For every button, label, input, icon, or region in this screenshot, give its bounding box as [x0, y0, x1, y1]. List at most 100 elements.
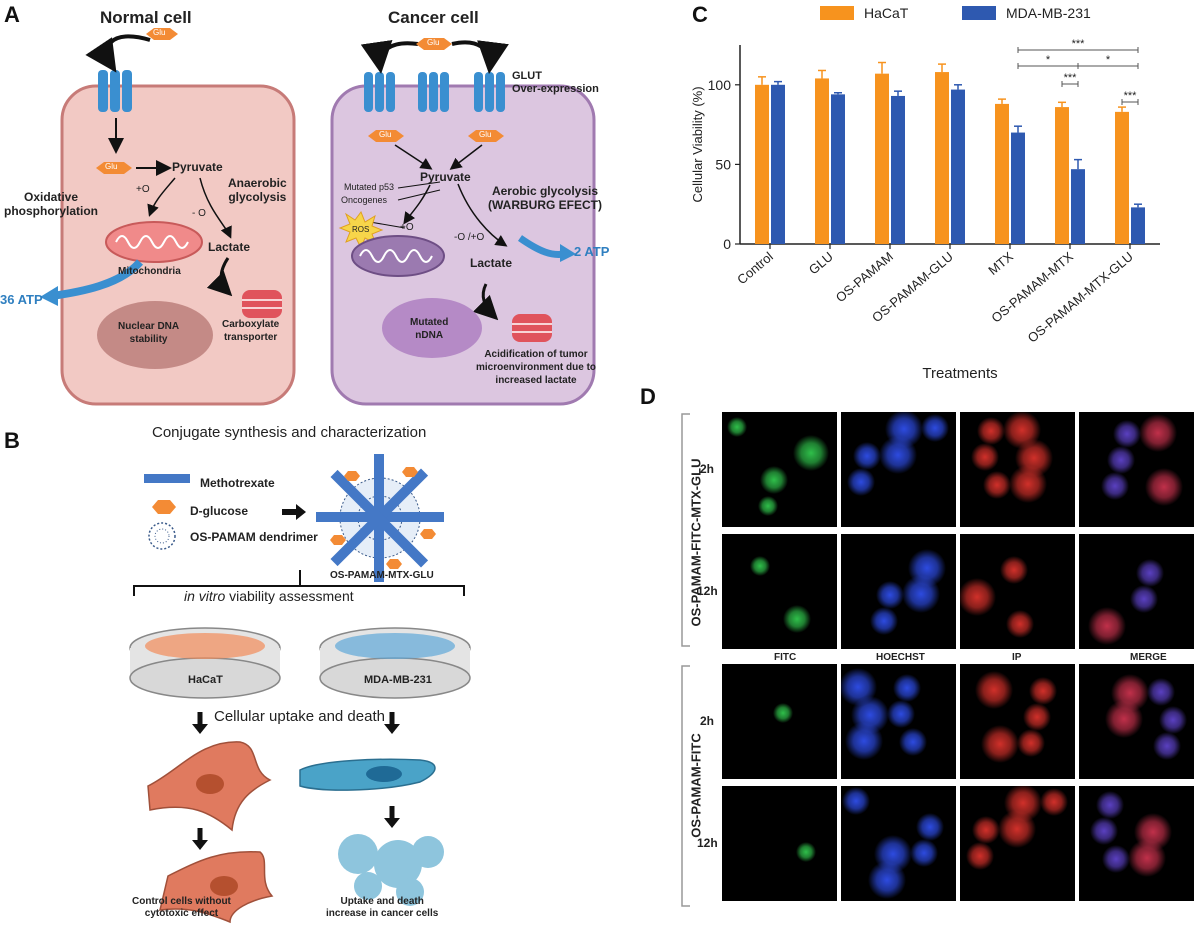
micrograph-fitc: [722, 664, 837, 779]
mitochondria-label: Mitochondria: [118, 266, 181, 277]
uptake-label: Cellular uptake and death: [214, 708, 385, 725]
glu-label: Glu: [153, 28, 166, 37]
glu-label: Glu: [379, 130, 392, 139]
bar-mda: [891, 95, 905, 244]
y-tick-label: 0: [723, 236, 731, 252]
glu-label: Glu: [427, 38, 440, 47]
outcome-control-label: Control cells without cytotoxic effect: [132, 896, 231, 919]
conjugate-icon: [316, 454, 444, 582]
micrograph-ip: [960, 412, 1075, 527]
x-tick-label: MTX: [985, 249, 1016, 278]
glucose-icon: [416, 38, 452, 50]
significance-label: ***: [1072, 38, 1086, 50]
legend-dglucose: D-glucose: [190, 504, 249, 518]
micrograph-hoechst: [841, 412, 956, 527]
atp-cancer-label: 2 ATP: [574, 244, 610, 259]
bar-hacat: [935, 72, 949, 245]
lactate-label: Lactate: [208, 240, 251, 254]
panel-b-diagram: [129, 454, 471, 924]
micrograph-ip: [960, 664, 1075, 779]
y-axis-label: Cellular Viability (%): [690, 86, 705, 202]
atp-normal-label: 36 ATP: [0, 292, 43, 307]
transporter-label: Carboxylate transporter: [222, 319, 280, 343]
nucleus-cancer: [382, 298, 482, 358]
dish-mda-label: MDA-MB-231: [364, 674, 432, 686]
nucleus-normal: [97, 301, 213, 369]
micrograph-merge: [1079, 534, 1194, 649]
glut-icon-cancer-3: [474, 72, 505, 112]
micrograph-fitc: [722, 534, 837, 649]
methotrexate-icon: [144, 474, 190, 483]
dish-mda-icon: [319, 627, 471, 699]
o2-minus-label: - O: [192, 208, 206, 219]
bar-hacat: [755, 84, 769, 244]
pyruvate-label-cancer: Pyruvate: [420, 170, 471, 184]
bar-hacat: [815, 78, 829, 244]
significance-label: ***: [1124, 90, 1138, 102]
panel-letter-d: D: [640, 384, 656, 409]
glucose-icon: [146, 28, 178, 40]
dish-hacat-label: HaCaT: [188, 674, 223, 686]
significance-label: ***: [1064, 72, 1078, 84]
micrograph-hoechst: [841, 534, 956, 649]
legend-dendrimer: OS-PAMAM dendrimer: [190, 530, 318, 544]
glucose-icon: [96, 162, 132, 174]
o2-mix-label: -O /+O: [454, 232, 485, 243]
micrograph-ip: [960, 534, 1075, 649]
acidification-label: Acidification of tumor microenvironment …: [476, 349, 597, 386]
bar-hacat: [1115, 111, 1129, 244]
time-label: 12h: [697, 836, 718, 850]
o2-plus-label: +O: [136, 184, 150, 195]
bar-mda: [771, 84, 785, 244]
cancer-cell-title: Cancer cell: [388, 8, 479, 27]
micrograph-ip: [960, 786, 1075, 901]
mitochondria-icon-cancer: [351, 235, 445, 277]
glucose-icon: [468, 130, 504, 142]
carboxylate-transporter-icon: [242, 290, 282, 318]
micrograph-fitc: [722, 412, 837, 527]
significance-label: *: [1106, 54, 1111, 66]
ros-label: ROS: [352, 225, 370, 234]
glucose-icon: [152, 500, 176, 514]
channel-label-merge: MERGE: [1130, 652, 1167, 663]
mitochondria-icon-normal: [105, 221, 203, 263]
bar-hacat: [875, 73, 889, 244]
x-tick-label: GLU: [806, 249, 836, 278]
anaerobic-label: Anaerobic glycolysis: [228, 176, 287, 204]
dish-hacat-icon: [129, 627, 281, 699]
micrograph-fitc: [722, 786, 837, 901]
time-label: 2h: [700, 714, 715, 728]
bar-mda: [1071, 169, 1085, 244]
glut-icon-cancer-1: [364, 72, 395, 112]
channel-label-ip: IP: [1012, 652, 1022, 663]
dendrimer-icon: [148, 522, 176, 550]
bar-hacat: [995, 103, 1009, 245]
panel-a-diagram: [40, 28, 596, 406]
aerobic-label: Aerobic glycolysis (WARBURG EFECT): [488, 184, 602, 212]
significance-label: *: [1046, 54, 1051, 66]
time-label: 12h: [697, 584, 718, 598]
legend-methotrexate: Methotrexate: [200, 476, 275, 490]
x-tick-label: Control: [734, 249, 776, 287]
legend-label: MDA-MB-231: [1006, 5, 1091, 21]
mutated-p53-label: Mutated p53: [344, 182, 395, 192]
pyruvate-label: Pyruvate: [172, 160, 223, 174]
micrograph-hoechst: [841, 664, 956, 779]
bar-hacat: [1055, 107, 1069, 244]
bar-mda: [951, 89, 965, 245]
group-brackets: [681, 413, 690, 907]
channel-label-hoechst: HOECHST: [876, 652, 925, 663]
bar-mda: [1131, 207, 1145, 244]
glut-label: GLUT Over-expression: [512, 70, 599, 95]
nucleus-normal-label: Nuclear DNA stability: [118, 321, 180, 345]
micrograph-merge: [1079, 786, 1194, 901]
carboxylate-transporter-icon-cancer: [512, 314, 552, 342]
bar-mda: [1011, 132, 1025, 244]
oncogenes-label: Oncogenes: [341, 195, 388, 205]
oxphos-label: Oxidative phosphorylation: [4, 190, 98, 218]
panel-letter-b: B: [4, 428, 20, 453]
dying-cells-icon: [338, 834, 444, 906]
o2-plus-label-cancer: +O: [400, 222, 414, 233]
legend-swatch: [820, 6, 854, 20]
